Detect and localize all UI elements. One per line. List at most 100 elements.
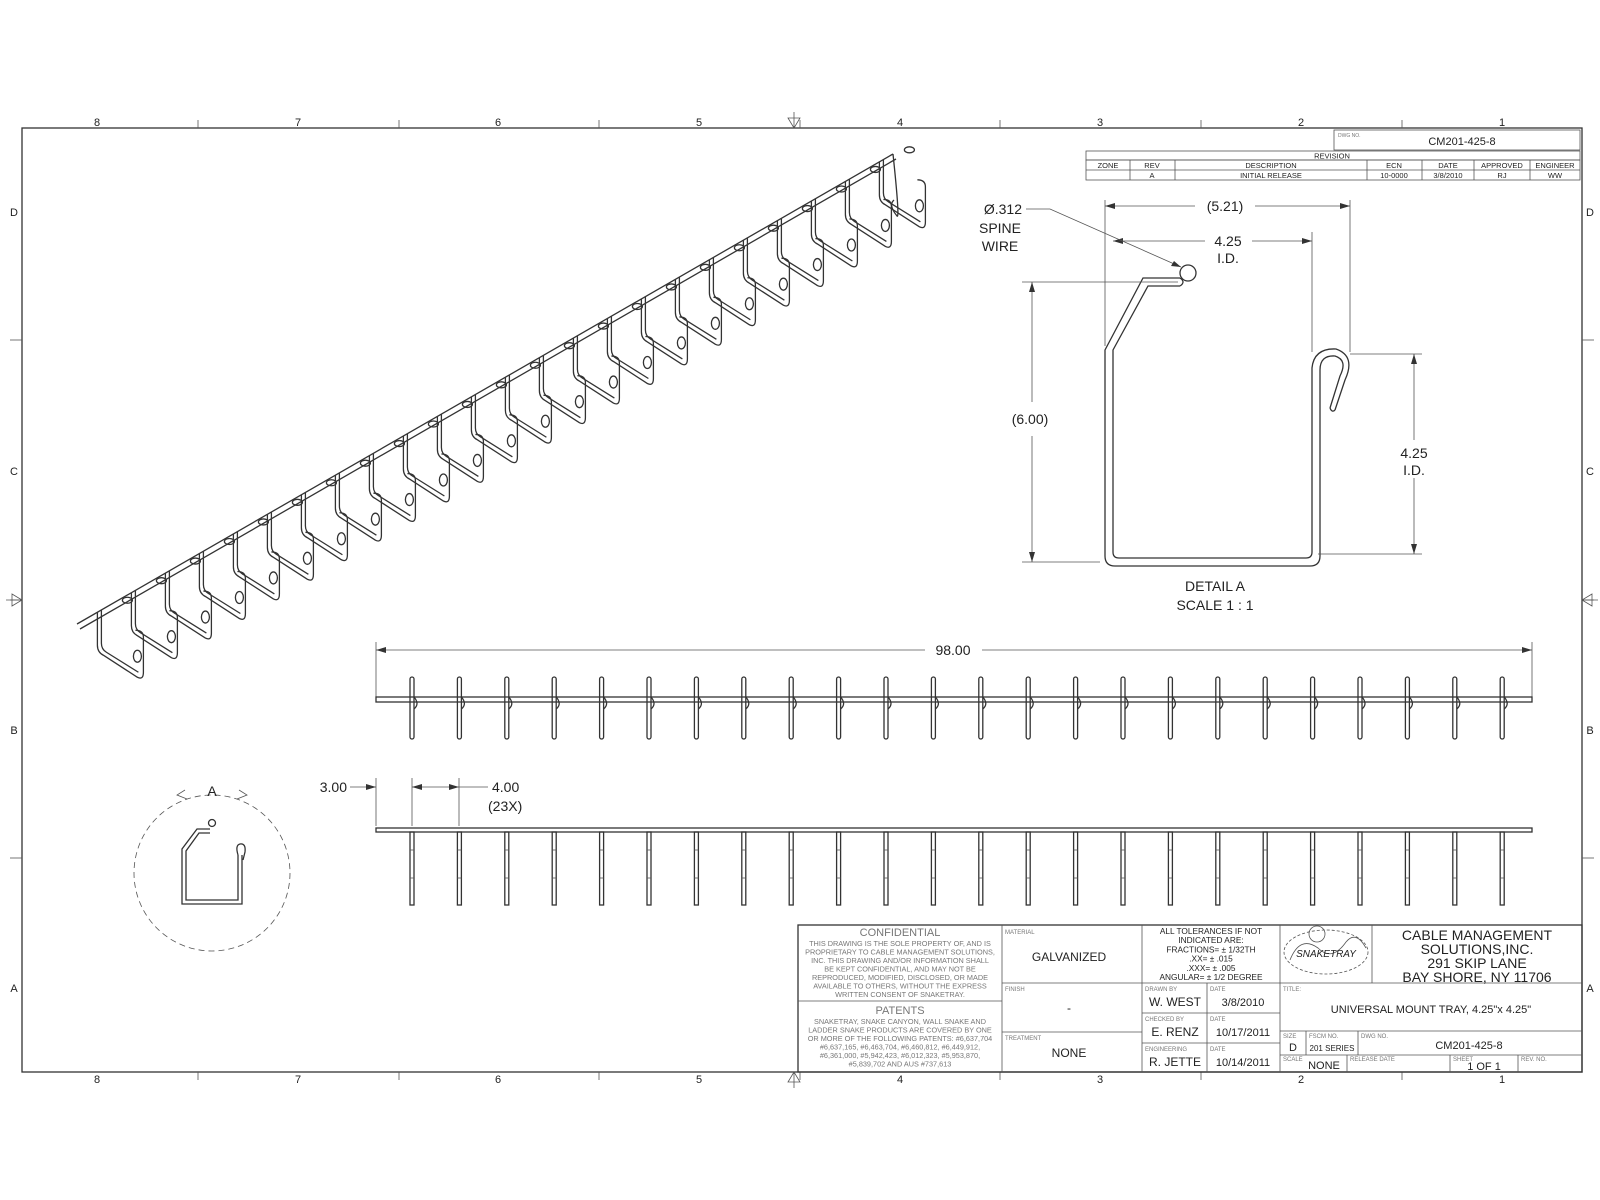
dwg-label: DWG NO. xyxy=(1361,1034,1388,1040)
hanger-wire xyxy=(1025,831,1031,906)
row-label: D xyxy=(10,207,18,219)
tray-wire-profile xyxy=(1112,285,1350,559)
sheet-number: 1 OF 1 xyxy=(1467,1061,1501,1073)
hanger-wire xyxy=(1262,831,1268,906)
side-view xyxy=(375,827,1533,906)
hanger-wire xyxy=(1309,831,1316,906)
tray-hanger xyxy=(504,377,553,444)
hanger-wire xyxy=(930,676,937,740)
tolerance-line: ANGULAR= ± 1/2 DEGREE xyxy=(1160,972,1263,982)
drawn-date: 3/8/2010 xyxy=(1222,997,1265,1009)
spacing-dimensions: 3.00 4.00 (23X) xyxy=(320,778,522,826)
col-label: 1 xyxy=(1499,117,1505,129)
tray-hanger xyxy=(572,338,621,405)
confidential-line: PROPRIETARY TO CABLE MANAGEMENT SOLUTION… xyxy=(805,948,995,957)
tray-hanger xyxy=(436,416,485,483)
isometric-view xyxy=(76,146,927,679)
rev-cell: WW xyxy=(1548,171,1563,180)
dim-side-id-unit: I.D. xyxy=(1403,462,1425,478)
snaketray-logo: SNAKETRAY xyxy=(1283,925,1369,975)
spine-wire-section xyxy=(1179,264,1197,282)
patents-title: PATENTS xyxy=(875,1005,924,1017)
tray-hanger xyxy=(878,161,927,229)
tray-hanger xyxy=(368,455,417,523)
tray-hanger xyxy=(402,436,451,503)
confidential-line: AVAILABLE TO OTHERS, WITHOUT THE EXPRESS xyxy=(813,982,987,991)
treatment-value: NONE xyxy=(1052,1046,1087,1060)
date-label: DATE xyxy=(1210,1047,1226,1053)
rev-cell: RJ xyxy=(1497,171,1506,180)
tray-hanger xyxy=(334,475,383,542)
tray-hanger xyxy=(674,279,723,346)
finish-label: FINISH xyxy=(1005,987,1025,993)
hanger-wire xyxy=(883,831,889,906)
eng-date: 10/14/2011 xyxy=(1216,1057,1270,1069)
confidential-line: REPRODUCED, MODIFIED, DISCLOSED, OR MADE xyxy=(812,973,988,982)
patent-line: #6,637,165, #6,463,704, #6,460,812, #6,4… xyxy=(820,1043,980,1052)
patent-line: SNAKETRAY, SNAKE CANYON, WALL SNAKE AND xyxy=(814,1017,986,1026)
tray-hanger xyxy=(708,259,757,327)
center-mark-icon xyxy=(6,593,23,607)
hanger-wire xyxy=(693,831,700,906)
dwg-number: CM201-425-8 xyxy=(1435,1040,1502,1052)
col-label: 8 xyxy=(94,117,100,129)
revision-block: DWG NO. CM201-425-8 REVISION ZONE REV DE… xyxy=(1085,129,1581,181)
hanger-wire xyxy=(1072,676,1079,740)
material-label: MATERIAL xyxy=(1005,930,1035,936)
confidential-line: INC. THIS DRAWING AND/OR INFORMATION SHA… xyxy=(811,956,989,965)
hanger-wire xyxy=(883,676,889,740)
rev-col-header: APPROVED xyxy=(1481,161,1523,170)
overall-length-dimension: 98.00 xyxy=(375,642,1533,700)
rev-cell: 3/8/2010 xyxy=(1433,171,1462,180)
spine-dia-label: Ø.312 xyxy=(984,201,1022,217)
material-value: GALVANIZED xyxy=(1032,950,1107,964)
hanger-wire xyxy=(1120,676,1126,740)
tray-hanger xyxy=(164,573,213,640)
row-label: A xyxy=(10,983,18,995)
dim-overall-width: (5.21) xyxy=(1207,198,1244,214)
hanger-wire xyxy=(409,676,415,740)
hanger-wire xyxy=(1262,676,1268,740)
engineered-by: R. JETTE xyxy=(1149,1055,1201,1069)
detail-a-view: (5.21) 4.25 I.D. Ø.312 SPINE WIRE (6.00)… xyxy=(979,198,1428,613)
rev-col-header: DESCRIPTION xyxy=(1245,161,1296,170)
rev-cell: A xyxy=(1149,171,1154,180)
confidential-title: CONFIDENTIAL xyxy=(860,927,941,939)
detail-caption: DETAIL A xyxy=(1185,578,1246,594)
header-dwg-no: CM201-425-8 xyxy=(1428,136,1495,148)
col-label: 4 xyxy=(897,117,903,129)
col-label: 6 xyxy=(495,117,501,129)
hanger-wire xyxy=(1309,676,1316,740)
patent-line: #5,839,702 AND AUS #737,613 xyxy=(849,1060,952,1069)
hanger-wire xyxy=(788,831,794,906)
spine-label: WIRE xyxy=(982,238,1019,254)
hanger-wire xyxy=(741,831,747,906)
hanger-wire xyxy=(504,831,510,906)
logo-text: SNAKETRAY xyxy=(1296,949,1357,960)
sheet-label: SHEET xyxy=(1453,1057,1473,1063)
hanger-wire xyxy=(1215,676,1221,740)
hanger-wire xyxy=(1025,676,1031,740)
date-label: DATE xyxy=(1210,1017,1226,1023)
rev-cell: 10-0000 xyxy=(1380,171,1408,180)
rev-label: REV. NO. xyxy=(1521,1057,1547,1063)
tray-hanger xyxy=(810,201,859,268)
hanger-wire xyxy=(1072,831,1079,906)
sheet-size: D xyxy=(1289,1042,1297,1054)
finish-value: - xyxy=(1067,1001,1071,1015)
checked-by: E. RENZ xyxy=(1151,1025,1198,1039)
hanger-wire xyxy=(1357,676,1363,740)
row-label: D xyxy=(1586,207,1594,219)
hanger-wire xyxy=(598,676,605,740)
row-label: A xyxy=(1586,983,1594,995)
spine-label: SPINE xyxy=(979,220,1021,236)
tray-hanger xyxy=(470,396,519,464)
tolerance-line: FRACTIONS= ± 1/32TH xyxy=(1166,944,1255,954)
tray-hanger xyxy=(130,592,179,660)
tray-hanger xyxy=(640,298,689,366)
col-label: 2 xyxy=(1298,117,1304,129)
col-label: 7 xyxy=(295,1074,301,1086)
dim-side-id-value: 4.25 xyxy=(1400,445,1427,461)
col-label: 5 xyxy=(696,117,702,129)
